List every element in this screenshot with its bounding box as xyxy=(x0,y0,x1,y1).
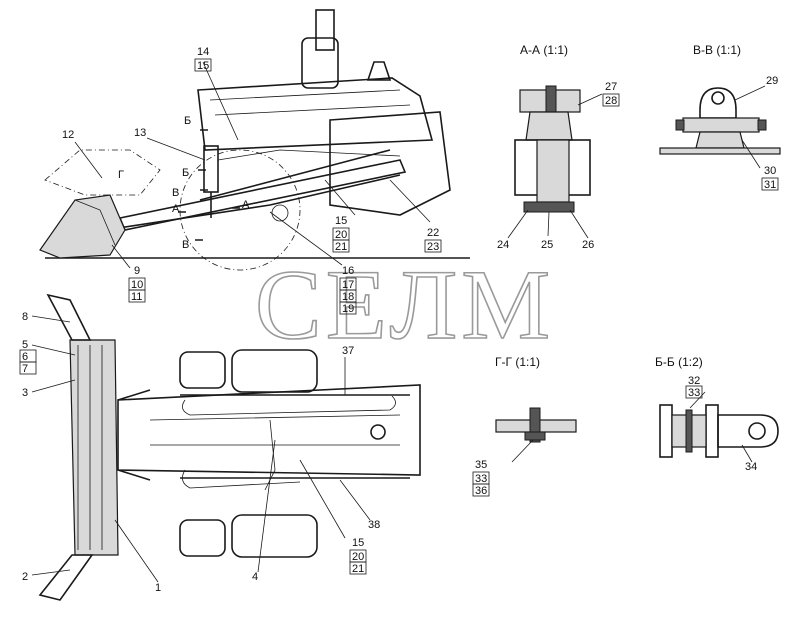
callouts: 12 13 14 15 15 20 21 22 23 9 10 11 16 17… xyxy=(19,46,779,594)
callout-27: 27 xyxy=(605,81,617,93)
callout-5: 5 xyxy=(22,339,28,351)
callout-25: 25 xyxy=(541,239,553,251)
callout-13: 13 xyxy=(134,127,146,139)
callout-16: 16 xyxy=(342,265,354,277)
callout-6: 6 xyxy=(22,351,28,363)
cut-mark-a-left: А xyxy=(172,203,180,215)
section-vv-view xyxy=(659,85,781,169)
section-vv-title: В-В (1:1) xyxy=(693,43,741,57)
callout-4: 4 xyxy=(252,571,258,583)
watermark: СЕЛМ xyxy=(255,249,554,360)
section-aa-title: А-А (1:1) xyxy=(520,43,568,57)
callout-35: 35 xyxy=(475,459,487,471)
callout-15b: 15 xyxy=(335,215,347,227)
callout-22: 22 xyxy=(427,227,439,239)
section-bb-view xyxy=(659,391,779,463)
callout-9: 9 xyxy=(134,265,140,277)
callout-36: 36 xyxy=(475,485,487,497)
callout-1: 1 xyxy=(155,582,161,594)
callout-11: 11 xyxy=(131,291,142,303)
callout-38: 38 xyxy=(368,519,380,531)
callout-20: 20 xyxy=(335,229,347,241)
callout-20b: 20 xyxy=(352,551,364,563)
callout-32: 32 xyxy=(688,375,700,387)
cut-mark-b-lower: Б xyxy=(182,167,189,179)
callout-28: 28 xyxy=(605,95,617,107)
callout-19: 19 xyxy=(342,303,354,315)
cut-mark-v-upper: В xyxy=(172,187,179,199)
callout-12: 12 xyxy=(62,129,74,141)
callout-14: 14 xyxy=(197,46,209,58)
side-view xyxy=(39,9,470,271)
section-bb-title: Б-Б (1:2) xyxy=(655,355,703,369)
callout-10: 10 xyxy=(131,279,143,291)
cut-mark-a-right: А xyxy=(242,199,250,211)
callout-24: 24 xyxy=(497,239,509,251)
callout-15: 15 xyxy=(197,60,209,72)
callout-30: 30 xyxy=(764,165,776,177)
plan-view xyxy=(31,293,421,601)
callout-7: 7 xyxy=(22,363,28,375)
cut-mark-v-lower: В xyxy=(182,239,189,251)
callout-17: 17 xyxy=(342,279,354,291)
section-gg-title: Г-Г (1:1) xyxy=(495,355,540,369)
callout-8: 8 xyxy=(22,311,28,323)
cut-mark-b-upper: Б xyxy=(184,115,191,127)
callout-18: 18 xyxy=(342,291,354,303)
callout-29: 29 xyxy=(766,75,778,87)
section-gg-view xyxy=(495,407,577,463)
callout-23: 23 xyxy=(427,241,439,253)
callout-26: 26 xyxy=(582,239,594,251)
callout-31: 31 xyxy=(764,179,776,191)
cut-mark-g: Г xyxy=(118,169,124,181)
callout-33: 33 xyxy=(475,473,487,485)
callout-3: 3 xyxy=(22,387,28,399)
section-aa-view xyxy=(507,85,603,239)
callout-21: 21 xyxy=(335,241,347,253)
callout-15c: 15 xyxy=(352,537,364,549)
callout-33b: 33 xyxy=(688,387,700,399)
callout-21b: 21 xyxy=(352,563,364,575)
callout-2: 2 xyxy=(22,571,28,583)
callout-37: 37 xyxy=(342,345,354,357)
callout-34: 34 xyxy=(745,461,757,473)
